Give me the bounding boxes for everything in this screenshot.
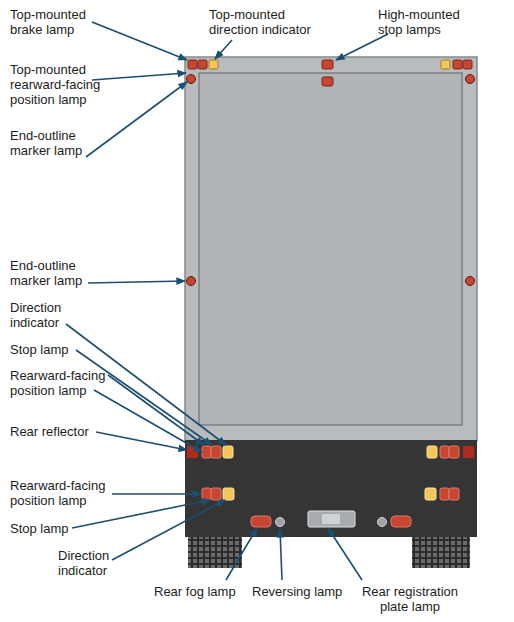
- part-label: High-mounted stop lamps: [378, 7, 482, 37]
- part-label: Stop lamp: [10, 342, 100, 357]
- part-label: Stop lamp: [10, 521, 100, 536]
- rear-door: [199, 73, 462, 425]
- part-label: Top-mounted direction indicator: [209, 7, 334, 37]
- truck-body: [185, 57, 477, 441]
- part-label: Rearward-facing position lamp: [10, 478, 122, 508]
- wheel: [188, 536, 242, 568]
- part-label: Top-mounted brake lamp: [10, 7, 102, 37]
- bumper: [185, 440, 477, 537]
- part-label: Rear registration plate lamp: [354, 584, 466, 614]
- part-label: Top-mounted rearward-facing position lam…: [10, 62, 122, 107]
- part-label: Direction indicator: [58, 548, 144, 578]
- part-label: End-outline marker lamp: [10, 258, 96, 288]
- part-label: Direction indicator: [10, 300, 96, 330]
- part-label: Rearward-facing position lamp: [10, 368, 122, 398]
- wheel: [412, 536, 470, 568]
- part-label: End-outline marker lamp: [10, 128, 96, 158]
- part-label: Rear reflector: [10, 424, 110, 439]
- leader-lines: [66, 22, 388, 580]
- part-label: Reversing lamp: [252, 584, 352, 599]
- lamps: [187, 60, 475, 527]
- part-label: Rear fog lamp: [154, 584, 250, 599]
